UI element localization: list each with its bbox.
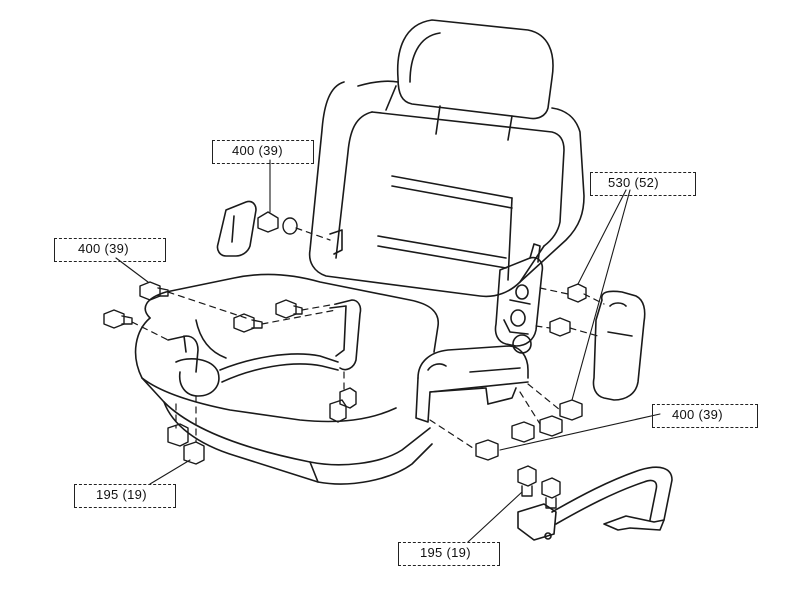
label-box-seat-rear-left bbox=[74, 484, 176, 508]
label-box-backrest-hinge bbox=[212, 140, 314, 164]
torque-label-backrest-hinge: 400 (39) bbox=[232, 143, 283, 158]
label-box-rail-bolts bbox=[398, 542, 500, 566]
torque-label-rail-bolts: 195 (19) bbox=[420, 545, 471, 560]
bolt-recliner-2 bbox=[550, 318, 570, 336]
bolt-rail-3 bbox=[512, 422, 534, 442]
bolt-slide-rail-1 bbox=[518, 466, 536, 496]
leader-lines bbox=[116, 160, 660, 542]
bolt-cushion-mid-2 bbox=[276, 300, 302, 318]
torque-label-seat-rear-left: 195 (19) bbox=[96, 487, 147, 502]
torque-label-seat-front: 400 (39) bbox=[78, 241, 129, 256]
bolt-recliner-1 bbox=[568, 284, 586, 302]
headrest bbox=[398, 20, 553, 140]
bolt-slide-rail-2 bbox=[542, 478, 560, 508]
left-hinge-cover bbox=[217, 201, 342, 256]
label-box-lower-rear bbox=[652, 404, 758, 428]
seat-back bbox=[310, 81, 584, 296]
alignment-lines bbox=[132, 228, 604, 450]
bolt-hinge-upper bbox=[258, 212, 297, 234]
bolt-front-left-lower bbox=[104, 310, 132, 328]
label-box-recliner bbox=[590, 172, 696, 196]
bolt-rail-1 bbox=[560, 400, 582, 420]
bolt-cushion-rear-right bbox=[330, 388, 356, 422]
seat-rail-cover bbox=[416, 346, 528, 422]
recliner-mechanism bbox=[495, 244, 542, 353]
seat-frame-bar bbox=[168, 300, 361, 396]
torque-label-recliner: 530 (52) bbox=[608, 175, 659, 190]
bolt-cushion-mid-1 bbox=[234, 314, 262, 332]
bolts bbox=[104, 212, 586, 508]
slide-rail-lever bbox=[518, 467, 672, 540]
label-box-seat-front bbox=[54, 238, 166, 262]
bolt-rear-left-lower bbox=[168, 424, 204, 464]
torque-label-lower-rear: 400 (39) bbox=[672, 407, 723, 422]
bolt-rail-2 bbox=[540, 416, 562, 436]
recliner-cover bbox=[593, 291, 644, 400]
bolt-front-left-upper bbox=[140, 282, 168, 300]
seat-cushion bbox=[136, 275, 439, 484]
bolt-rail-4 bbox=[476, 440, 498, 460]
